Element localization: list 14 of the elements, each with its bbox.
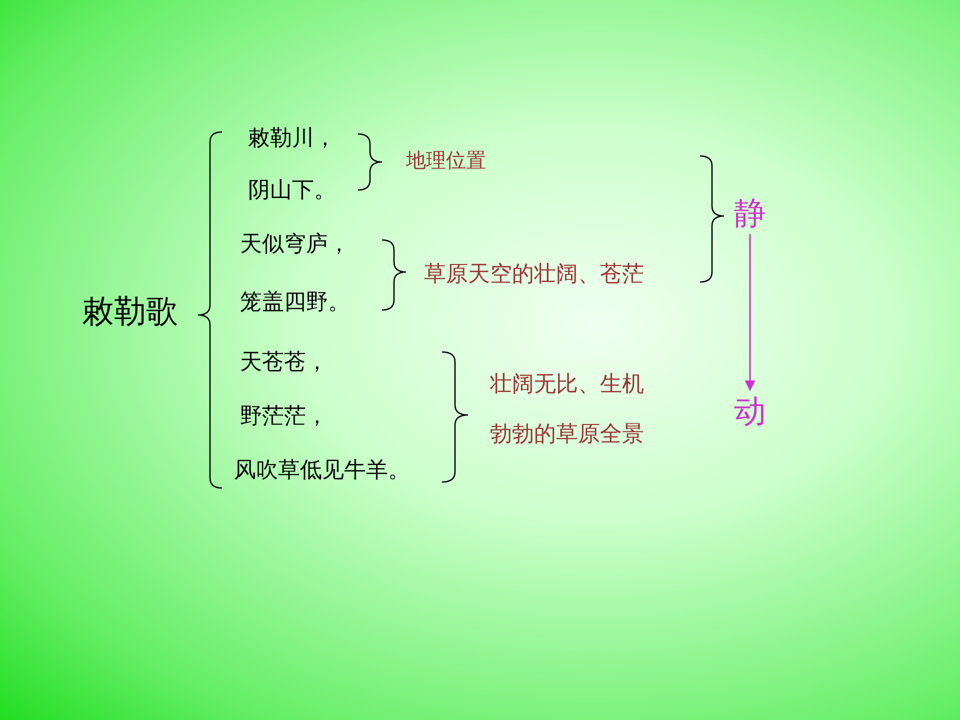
summary-text: 壮阔无比、生机勃勃的草原全景	[490, 371, 645, 449]
verse-line: 风吹草低见牛羊。	[234, 458, 410, 484]
verse-line: 野茫茫，	[240, 404, 328, 430]
keyword-text: 静	[734, 194, 766, 232]
summary-text: 地理位置	[406, 148, 486, 172]
verse-line: 阴山下。	[248, 178, 336, 204]
title-text: 敕勒歌	[82, 292, 178, 330]
verse-line: 敕勒川，	[248, 126, 336, 152]
summary-text: 草原天空的壮阔、苍茫	[424, 262, 644, 288]
arrow	[744, 234, 756, 392]
keyword-text: 动	[734, 392, 766, 430]
verse-line: 天似穹庐，	[240, 232, 350, 258]
verse-line: 天苍苍，	[240, 350, 328, 376]
verse-line: 笼盖四野。	[240, 290, 350, 316]
